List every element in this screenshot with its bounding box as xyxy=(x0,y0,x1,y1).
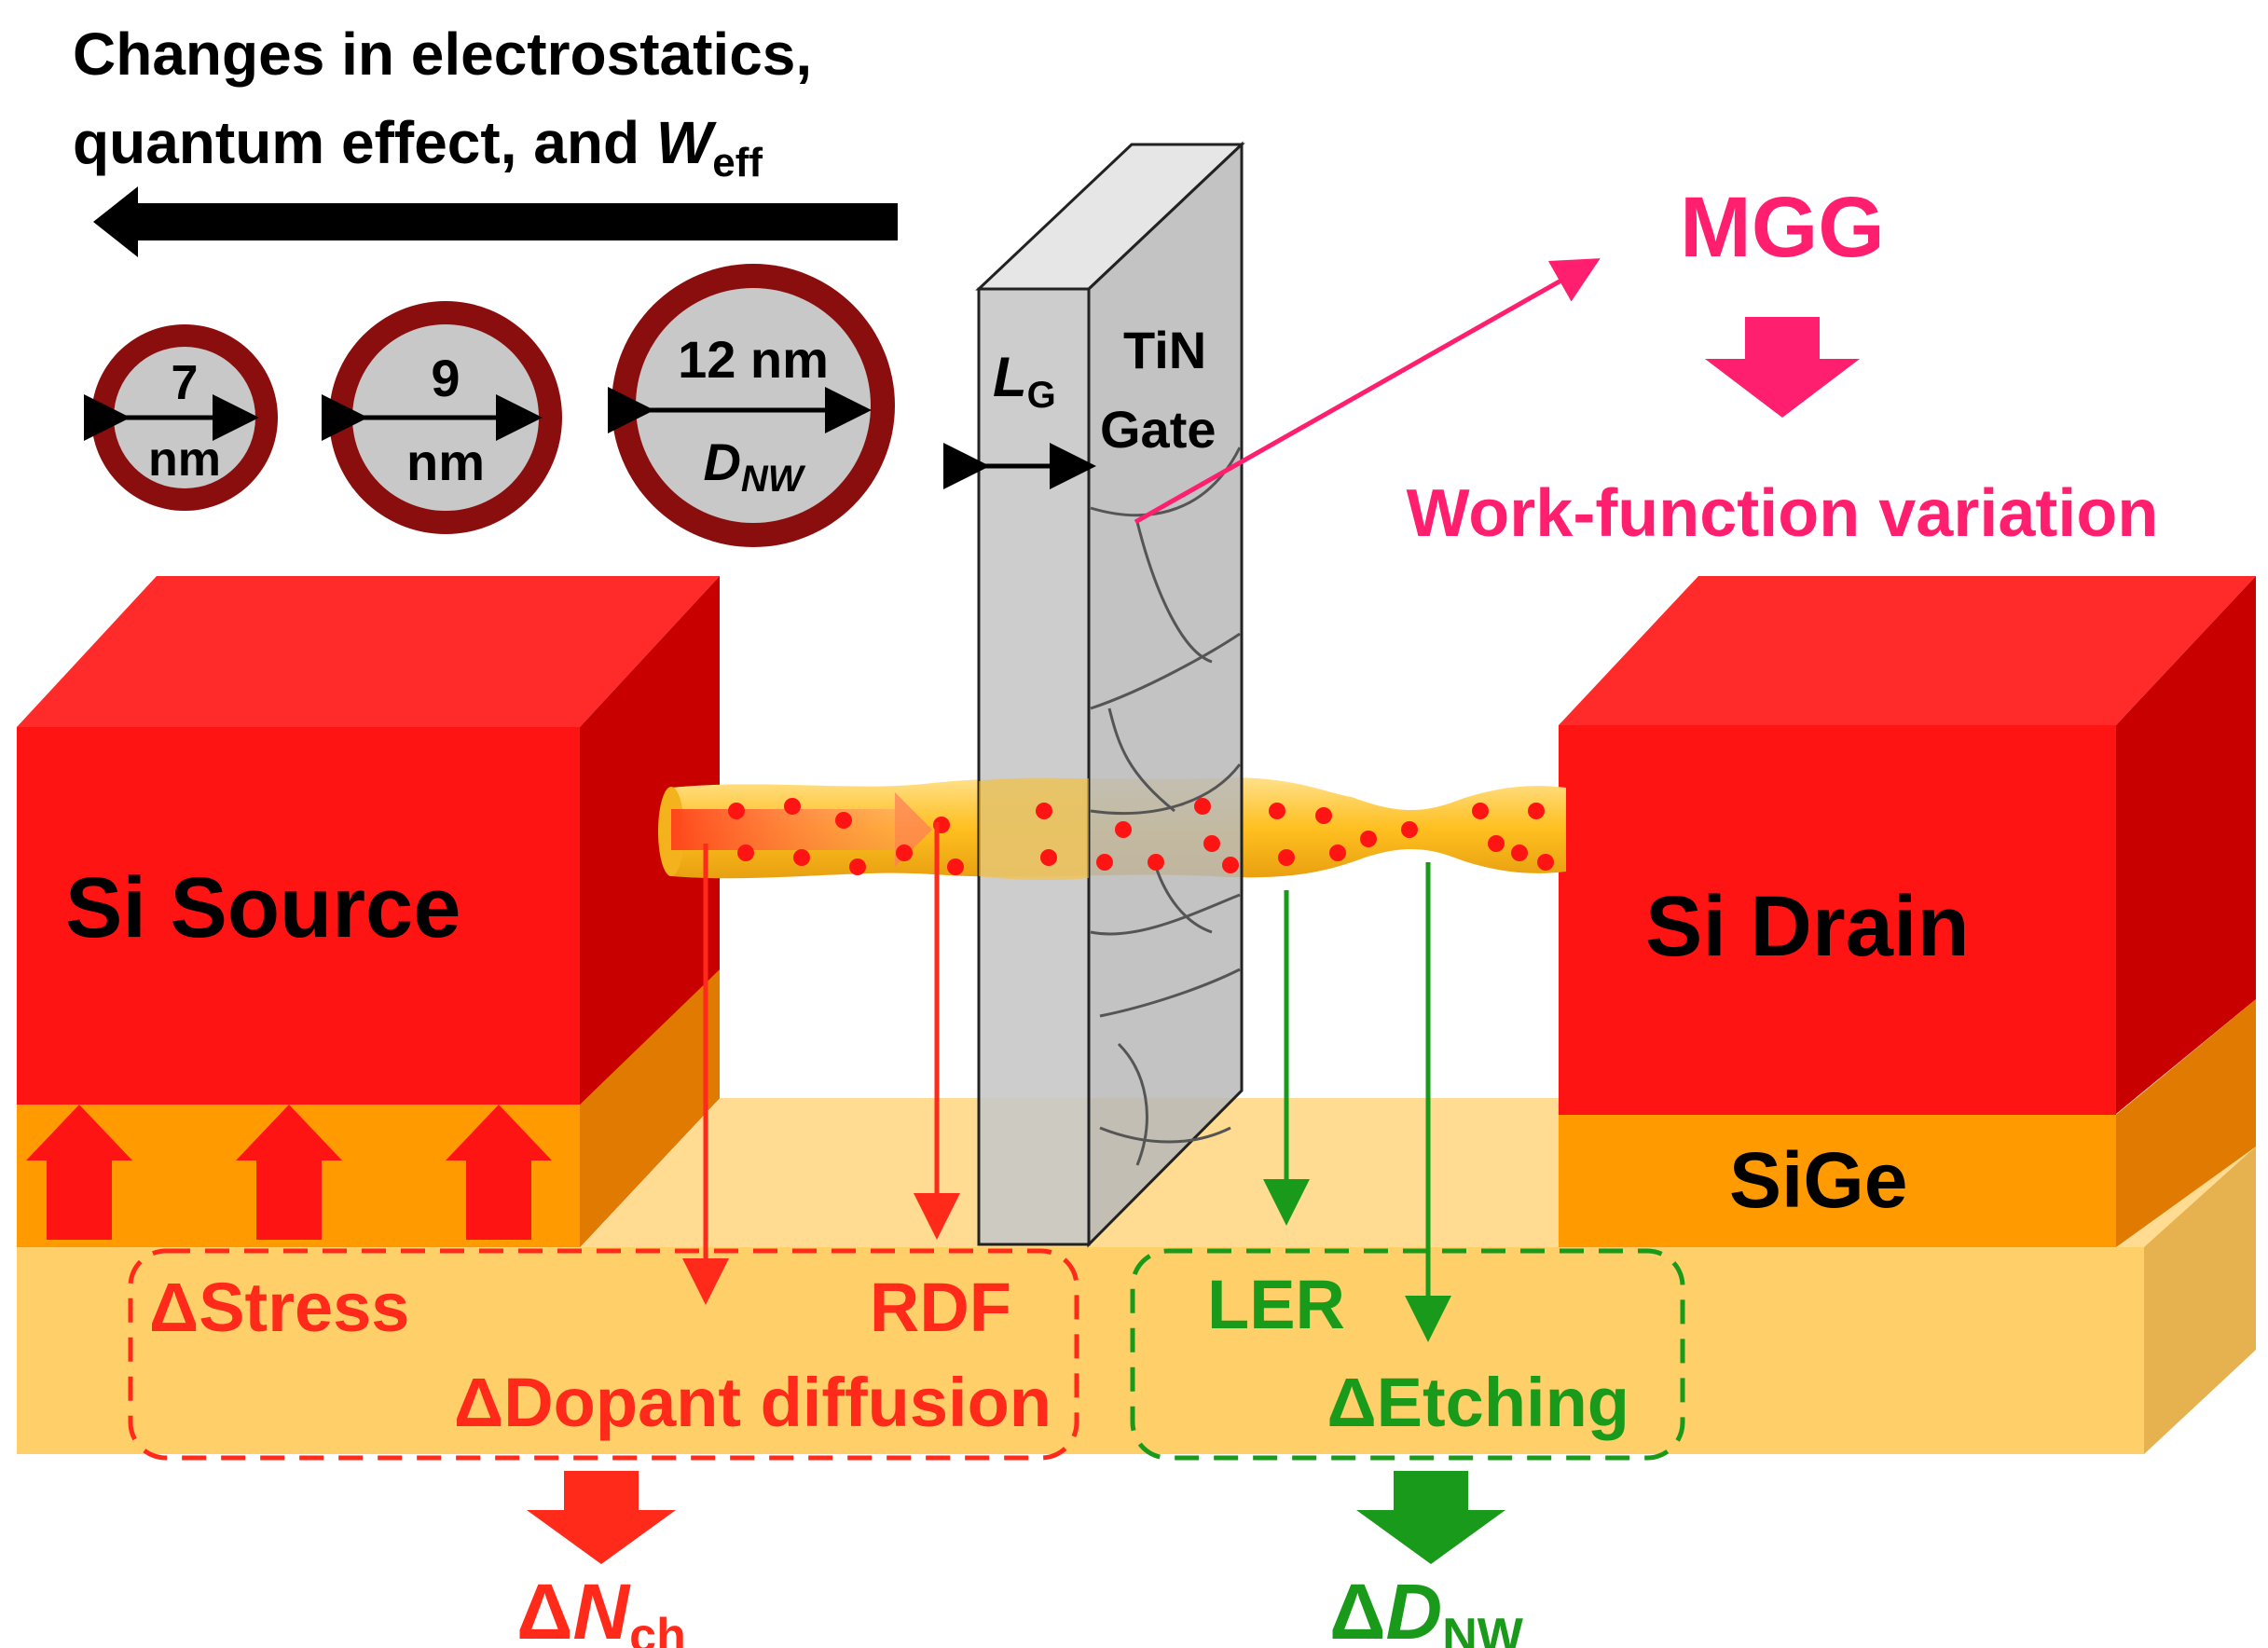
gate-material-line1: TiN xyxy=(1123,321,1206,379)
source-block xyxy=(17,576,720,1247)
source-label: Si Source xyxy=(65,860,460,955)
dopant-atom xyxy=(1537,854,1554,871)
gate-labels: LG TiN Gate xyxy=(943,321,1216,489)
dopant-atom xyxy=(728,803,745,819)
tin-gate xyxy=(975,141,1245,1248)
dopant-atom xyxy=(737,845,754,861)
dopant-atom xyxy=(1203,835,1220,852)
dopant-atom xyxy=(849,858,866,875)
random-dopants xyxy=(728,798,1554,875)
dopant-atom xyxy=(1222,857,1239,873)
svg-text:9: 9 xyxy=(431,349,460,407)
dopant-atom xyxy=(896,845,913,861)
dopant-diffusion-label: ΔDopant diffusion xyxy=(454,1364,1052,1441)
drain-label: Si Drain xyxy=(1645,879,1970,974)
mgg-annotation: MGG Work-function variation xyxy=(1134,180,2159,551)
variation-arrows xyxy=(682,822,1451,1342)
dopant-atom xyxy=(1315,807,1332,824)
dopant-atom xyxy=(1040,849,1057,866)
mgg-down-arrow xyxy=(1705,317,1860,418)
svg-text:nm: nm xyxy=(148,433,221,487)
dopant-atom xyxy=(1036,803,1052,819)
dopant-atom xyxy=(1278,849,1295,866)
dopant-atom xyxy=(1269,803,1285,819)
cross-section-12nm: 12 nm DNW xyxy=(608,264,895,547)
ler-label: LER xyxy=(1207,1266,1345,1343)
dopant-atom xyxy=(1329,845,1346,861)
dnw-result: ΔDNW xyxy=(1329,1568,1524,1648)
cross-section-9nm: 9 nm xyxy=(322,301,562,534)
nch-down-arrow xyxy=(527,1471,676,1564)
drain-block xyxy=(1559,576,2256,1247)
dopant-atom xyxy=(784,798,801,815)
dopant-atom xyxy=(835,812,852,829)
mgg-pointer-arrow xyxy=(1134,258,1601,525)
trend-arrow xyxy=(135,203,898,240)
nanowire-front xyxy=(979,777,1089,880)
dopant-atom xyxy=(1401,821,1418,838)
stress-label: ΔStress xyxy=(149,1269,409,1346)
cross-section-7nm: 7 nm xyxy=(84,324,278,511)
svg-text:nm: nm xyxy=(406,433,485,491)
dopant-atom xyxy=(1115,821,1132,838)
dopant-atom xyxy=(947,858,964,875)
header-line1: Changes in electrostatics, xyxy=(73,21,812,88)
dopant-atom xyxy=(1148,854,1164,871)
dopant-atom xyxy=(1360,831,1377,847)
dopant-atom xyxy=(1096,854,1113,871)
header-line2: quantum effect, and Weff xyxy=(73,109,763,185)
svg-text:12 nm: 12 nm xyxy=(678,330,829,389)
mgg-effect: Work-function variation xyxy=(1407,476,2159,551)
gate-length-label: LG xyxy=(993,346,1056,416)
header: Changes in electrostatics, quantum effec… xyxy=(73,21,898,257)
dopant-atom xyxy=(1528,803,1545,819)
nch-result: ΔNch xyxy=(516,1568,686,1648)
etching-label: ΔEtching xyxy=(1326,1364,1629,1441)
dopant-atom xyxy=(1511,845,1528,861)
svg-text:7: 7 xyxy=(172,356,199,410)
carrier-flow-arrow xyxy=(671,809,895,850)
dopant-atom xyxy=(793,849,810,866)
dopant-atom xyxy=(1488,835,1505,852)
dopant-atom xyxy=(1472,803,1489,819)
nanowire-cross-sections: 7 nm 9 nm 12 nm DNW xyxy=(84,264,895,547)
dopant-atom xyxy=(1194,798,1211,815)
green-variation-group: LER ΔEtching ΔDNW xyxy=(1130,1248,1685,1648)
dnw-down-arrow xyxy=(1356,1471,1505,1564)
gate-material-line2: Gate xyxy=(1100,400,1216,459)
svg-text:DNW: DNW xyxy=(703,433,805,500)
sige-label: SiGe xyxy=(1729,1136,1907,1224)
red-variation-group: ΔStress RDF ΔDopant diffusion ΔNch xyxy=(128,1248,1079,1648)
mgg-label: MGG xyxy=(1680,180,1885,275)
rdf-label: RDF xyxy=(870,1269,1011,1346)
